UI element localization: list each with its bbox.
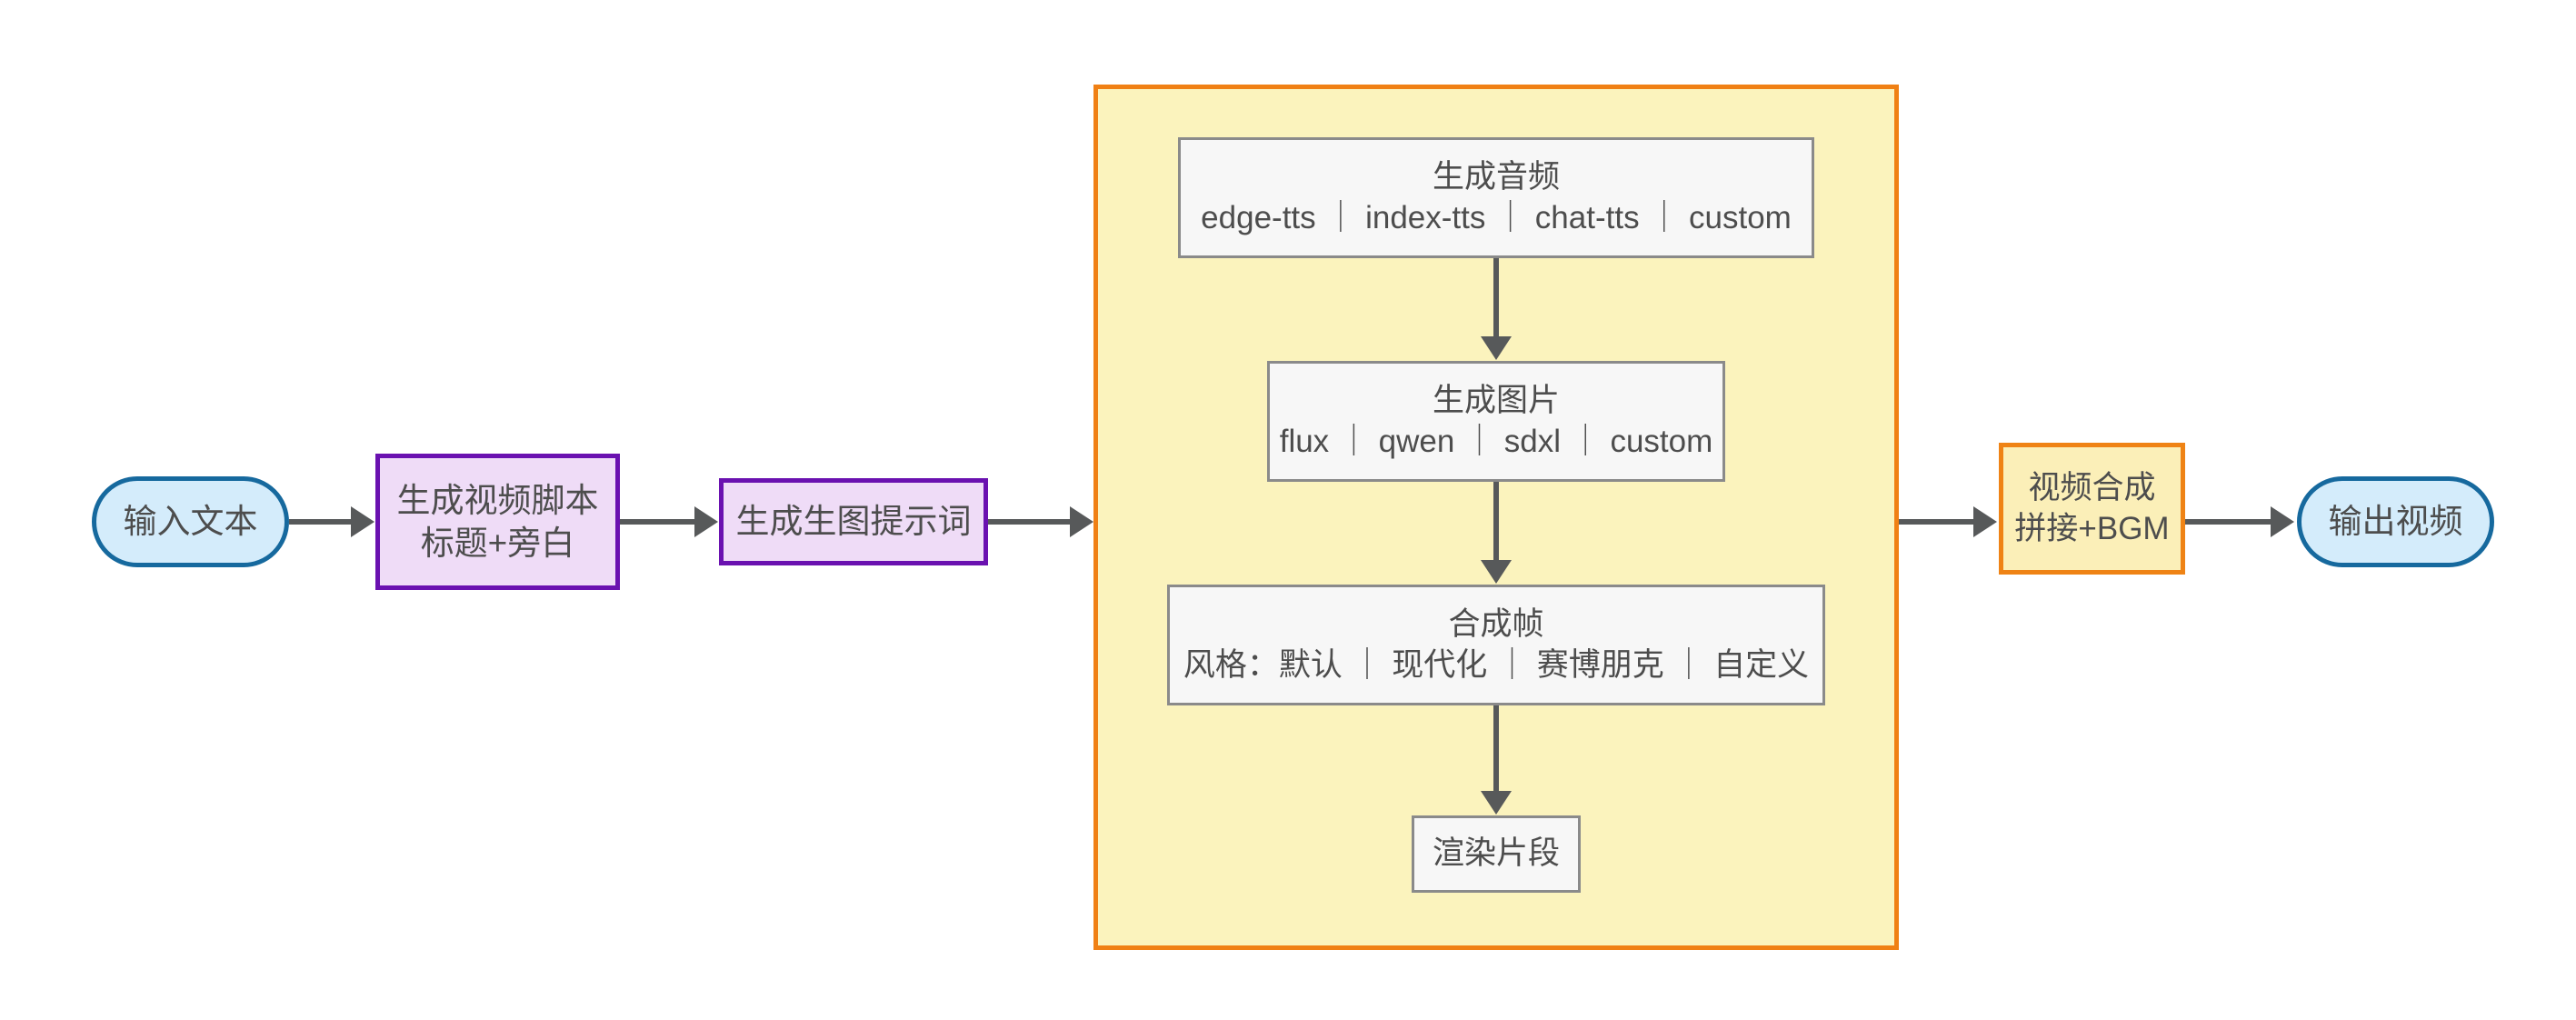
- node-generate-image-prompt[interactable]: 生成生图提示词: [719, 478, 988, 565]
- node-generate-image-prompt-label: 生成生图提示词: [735, 503, 972, 541]
- edge-audio-to-image-arrowhead: [1481, 336, 1512, 360]
- node-generate-script-line2: 标题+旁白: [420, 525, 575, 562]
- edge-frame-to-render-arrowhead: [1481, 791, 1512, 815]
- node-compose-frame-line2: 风格：默认 ｜ 现代化 ｜ 赛博朋克 ｜ 自定义: [1183, 646, 1810, 683]
- node-render-clip-label: 渲染片段: [1432, 835, 1560, 872]
- node-generate-script-line1: 生成视频脚本: [396, 481, 599, 519]
- node-generate-script[interactable]: 生成视频脚本 标题+旁白: [375, 454, 620, 590]
- node-generate-image-line1: 生成图片: [1432, 382, 1560, 418]
- node-video-merge[interactable]: 视频合成 拼接+BGM: [1999, 443, 2185, 575]
- node-generate-image-line2: flux ｜ qwen ｜ sdxl ｜ custom: [1279, 423, 1713, 459]
- edge-merge-to-output-arrowhead: [2271, 506, 2294, 537]
- edge-merge-to-output: [2185, 519, 2272, 525]
- edge-input-to-script-arrowhead: [351, 506, 374, 537]
- node-generate-audio-line1: 生成音频: [1432, 158, 1560, 195]
- edge-input-to-script: [289, 519, 353, 525]
- edge-image-to-frame: [1493, 482, 1499, 562]
- edge-frame-to-render: [1493, 705, 1499, 793]
- node-input-text[interactable]: 输入文本: [92, 476, 289, 567]
- edge-script-to-prompt-arrowhead: [694, 506, 718, 537]
- node-generate-audio-line2: edge-tts ｜ index-tts ｜ chat-tts ｜ custom: [1201, 199, 1792, 235]
- node-generate-image[interactable]: 生成图片 flux ｜ qwen ｜ sdxl ｜ custom: [1267, 361, 1725, 482]
- edge-prompt-to-pipeline-arrowhead: [1070, 506, 1093, 537]
- node-render-clip[interactable]: 渲染片段: [1412, 815, 1581, 893]
- node-generate-audio[interactable]: 生成音频 edge-tts ｜ index-tts ｜ chat-tts ｜ c…: [1178, 137, 1814, 258]
- node-compose-frame[interactable]: 合成帧 风格：默认 ｜ 现代化 ｜ 赛博朋克 ｜ 自定义: [1167, 585, 1825, 705]
- edge-pipeline-to-merge-arrowhead: [1973, 506, 1997, 537]
- node-video-merge-line2: 拼接+BGM: [2014, 510, 2170, 546]
- edge-prompt-to-pipeline: [988, 519, 1072, 525]
- edge-pipeline-to-merge: [1899, 519, 1975, 525]
- edge-script-to-prompt: [620, 519, 696, 525]
- node-video-merge-line1: 视频合成: [2028, 469, 2156, 505]
- node-output-video[interactable]: 输出视频: [2297, 476, 2494, 567]
- node-output-video-label: 输出视频: [2328, 503, 2463, 541]
- edge-image-to-frame-arrowhead: [1481, 560, 1512, 584]
- node-compose-frame-line1: 合成帧: [1448, 605, 1544, 642]
- node-input-text-label: 输入文本: [123, 503, 258, 541]
- edge-audio-to-image: [1493, 258, 1499, 338]
